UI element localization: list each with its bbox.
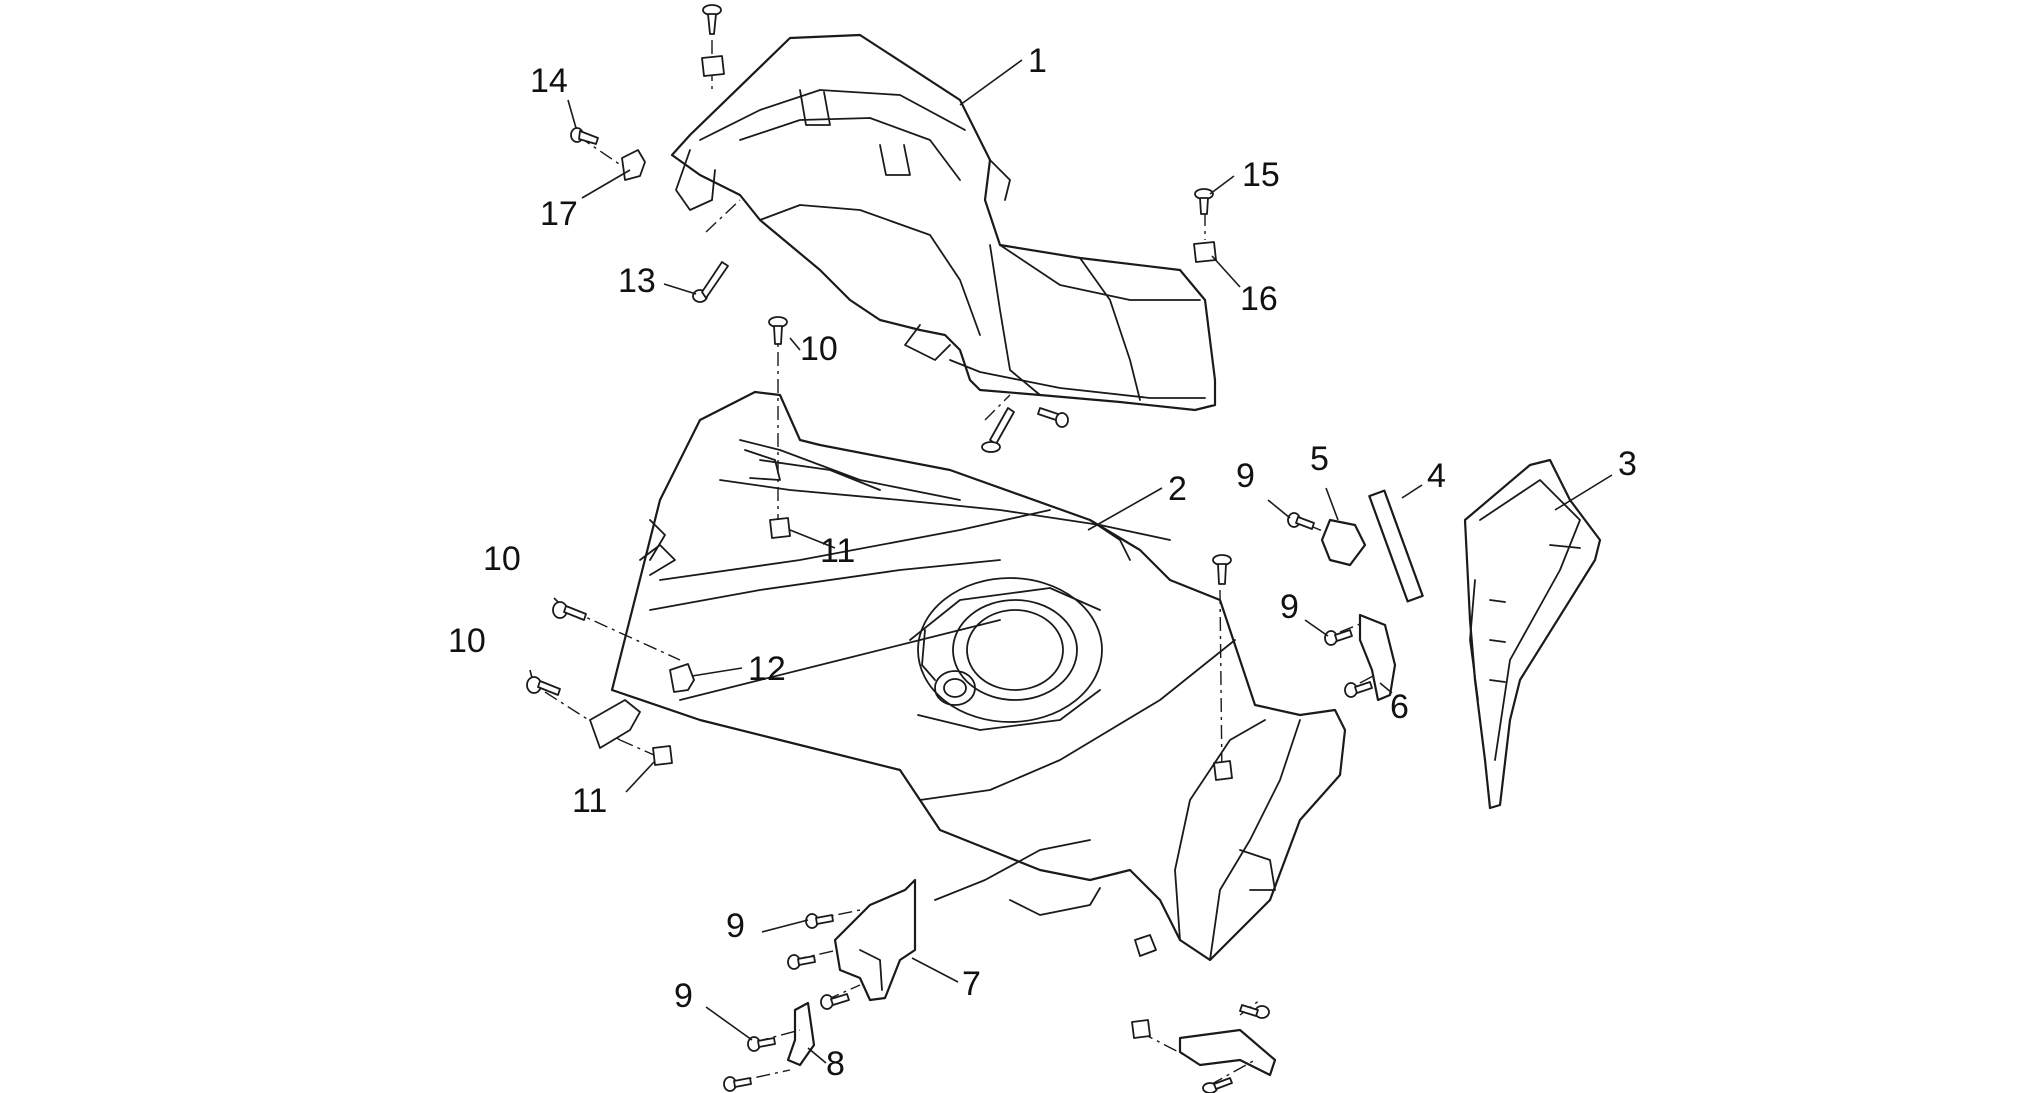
callout-13: 13 <box>618 262 656 300</box>
part-3-side-trim <box>1463 458 1602 810</box>
part-2-main-panel <box>610 390 1347 962</box>
leader-lines <box>529 59 1613 1064</box>
part-4-strip <box>1368 489 1424 603</box>
callout-15: 15 <box>1242 156 1280 194</box>
callout-11-b: 11 <box>572 782 607 820</box>
callout-8: 8 <box>826 1045 845 1083</box>
callout-10-c: 10 <box>448 622 486 660</box>
part-6-bracket <box>1358 613 1397 702</box>
callout-labels: 1 2 3 4 5 6 7 8 9 9 9 9 10 10 10 11 11 1… <box>448 42 1637 1083</box>
fasteners <box>526 4 1373 1093</box>
part-5-clip <box>1320 518 1367 567</box>
callout-10-b: 10 <box>483 540 521 578</box>
callout-16: 16 <box>1240 280 1278 318</box>
callout-9-c: 9 <box>726 907 745 945</box>
callout-10-a: 10 <box>800 330 838 368</box>
part-8-bracket <box>786 1001 816 1067</box>
part-1-upper-cover <box>670 33 1217 412</box>
lower-right-bracket <box>1178 1028 1277 1077</box>
callout-2: 2 <box>1168 470 1187 508</box>
callout-4: 4 <box>1427 457 1446 495</box>
callout-3: 3 <box>1618 445 1637 483</box>
callout-5: 5 <box>1310 440 1329 478</box>
callout-12: 12 <box>748 650 786 688</box>
callout-7: 7 <box>962 965 981 1003</box>
callout-14: 14 <box>530 62 568 100</box>
callout-17: 17 <box>540 195 578 233</box>
callout-1: 1 <box>1028 42 1047 80</box>
callout-9-d: 9 <box>674 977 693 1015</box>
callout-9-b: 9 <box>1280 588 1299 626</box>
part-7-bracket <box>833 878 917 1002</box>
callout-9-a: 9 <box>1236 457 1255 495</box>
callout-11-a: 11 <box>820 532 855 570</box>
callout-6: 6 <box>1390 688 1409 726</box>
